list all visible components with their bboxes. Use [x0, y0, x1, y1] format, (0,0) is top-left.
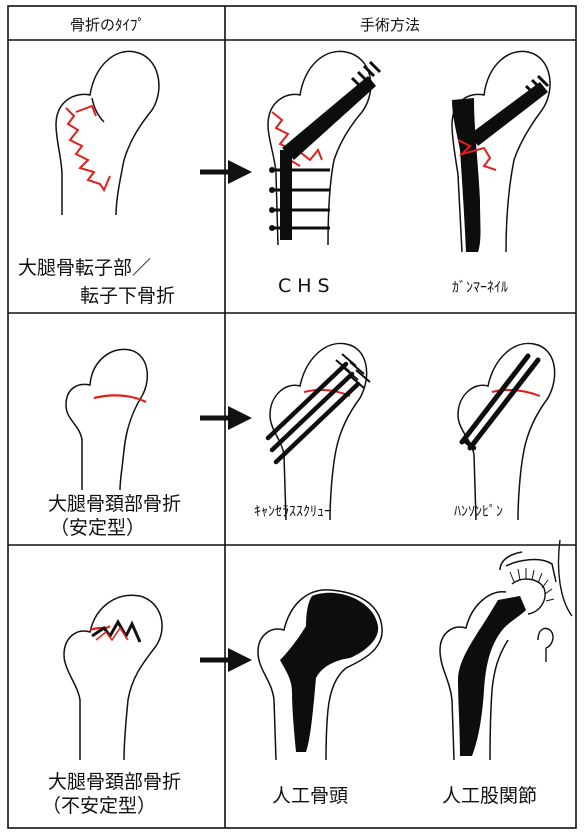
fracture-label-row3-line1: 大腿骨頚部骨折 [48, 770, 181, 794]
header-surgery-method: 手術方法 [360, 14, 420, 35]
femur-chs-implant [268, 51, 380, 245]
femur-unstable-neck-fracture [64, 595, 162, 760]
arrow-3 [200, 648, 252, 672]
femur-stable-neck-fracture [66, 349, 147, 490]
fracture-label-row1-line1: 大腿骨転子部／ [18, 256, 151, 280]
header-fracture-type: 骨折のﾀｲﾌﾟ [70, 14, 145, 35]
femur-total-hip-arthroplasty [440, 540, 572, 760]
method-label-total-hip: 人工股関節 [442, 784, 537, 808]
fracture-label-row1-line2: 転子下骨折 [80, 284, 175, 308]
method-label-gamma-nail: ｶﾞﾝﾏｰﾈｲﾙ [452, 276, 508, 300]
method-label-chs: CHS [278, 274, 336, 298]
method-label-cancellous-screw: ｷｬﾝｾﾗｽｽｸﾘｭｰ [254, 500, 331, 524]
femur-cancellous-screws [268, 343, 370, 520]
arrow-2 [200, 406, 252, 430]
femur-hansson-pins [458, 343, 555, 520]
fracture-label-row2-line2: （安定型） [50, 516, 145, 540]
femur-bipolar-hemiarthroplasty [258, 590, 382, 760]
arrow-1 [200, 160, 252, 184]
femur-gamma-nail [452, 51, 550, 252]
fracture-label-row3-line2: （不安定型） [42, 794, 156, 818]
method-label-bipolar: 人工骨頭 [272, 784, 348, 808]
fracture-label-row2-line1: 大腿骨頚部骨折 [48, 492, 181, 516]
femur-trochanteric-fracture [56, 51, 159, 215]
method-label-hansson-pin: ﾊﾝｿﾝﾋﾟﾝ [454, 500, 503, 524]
